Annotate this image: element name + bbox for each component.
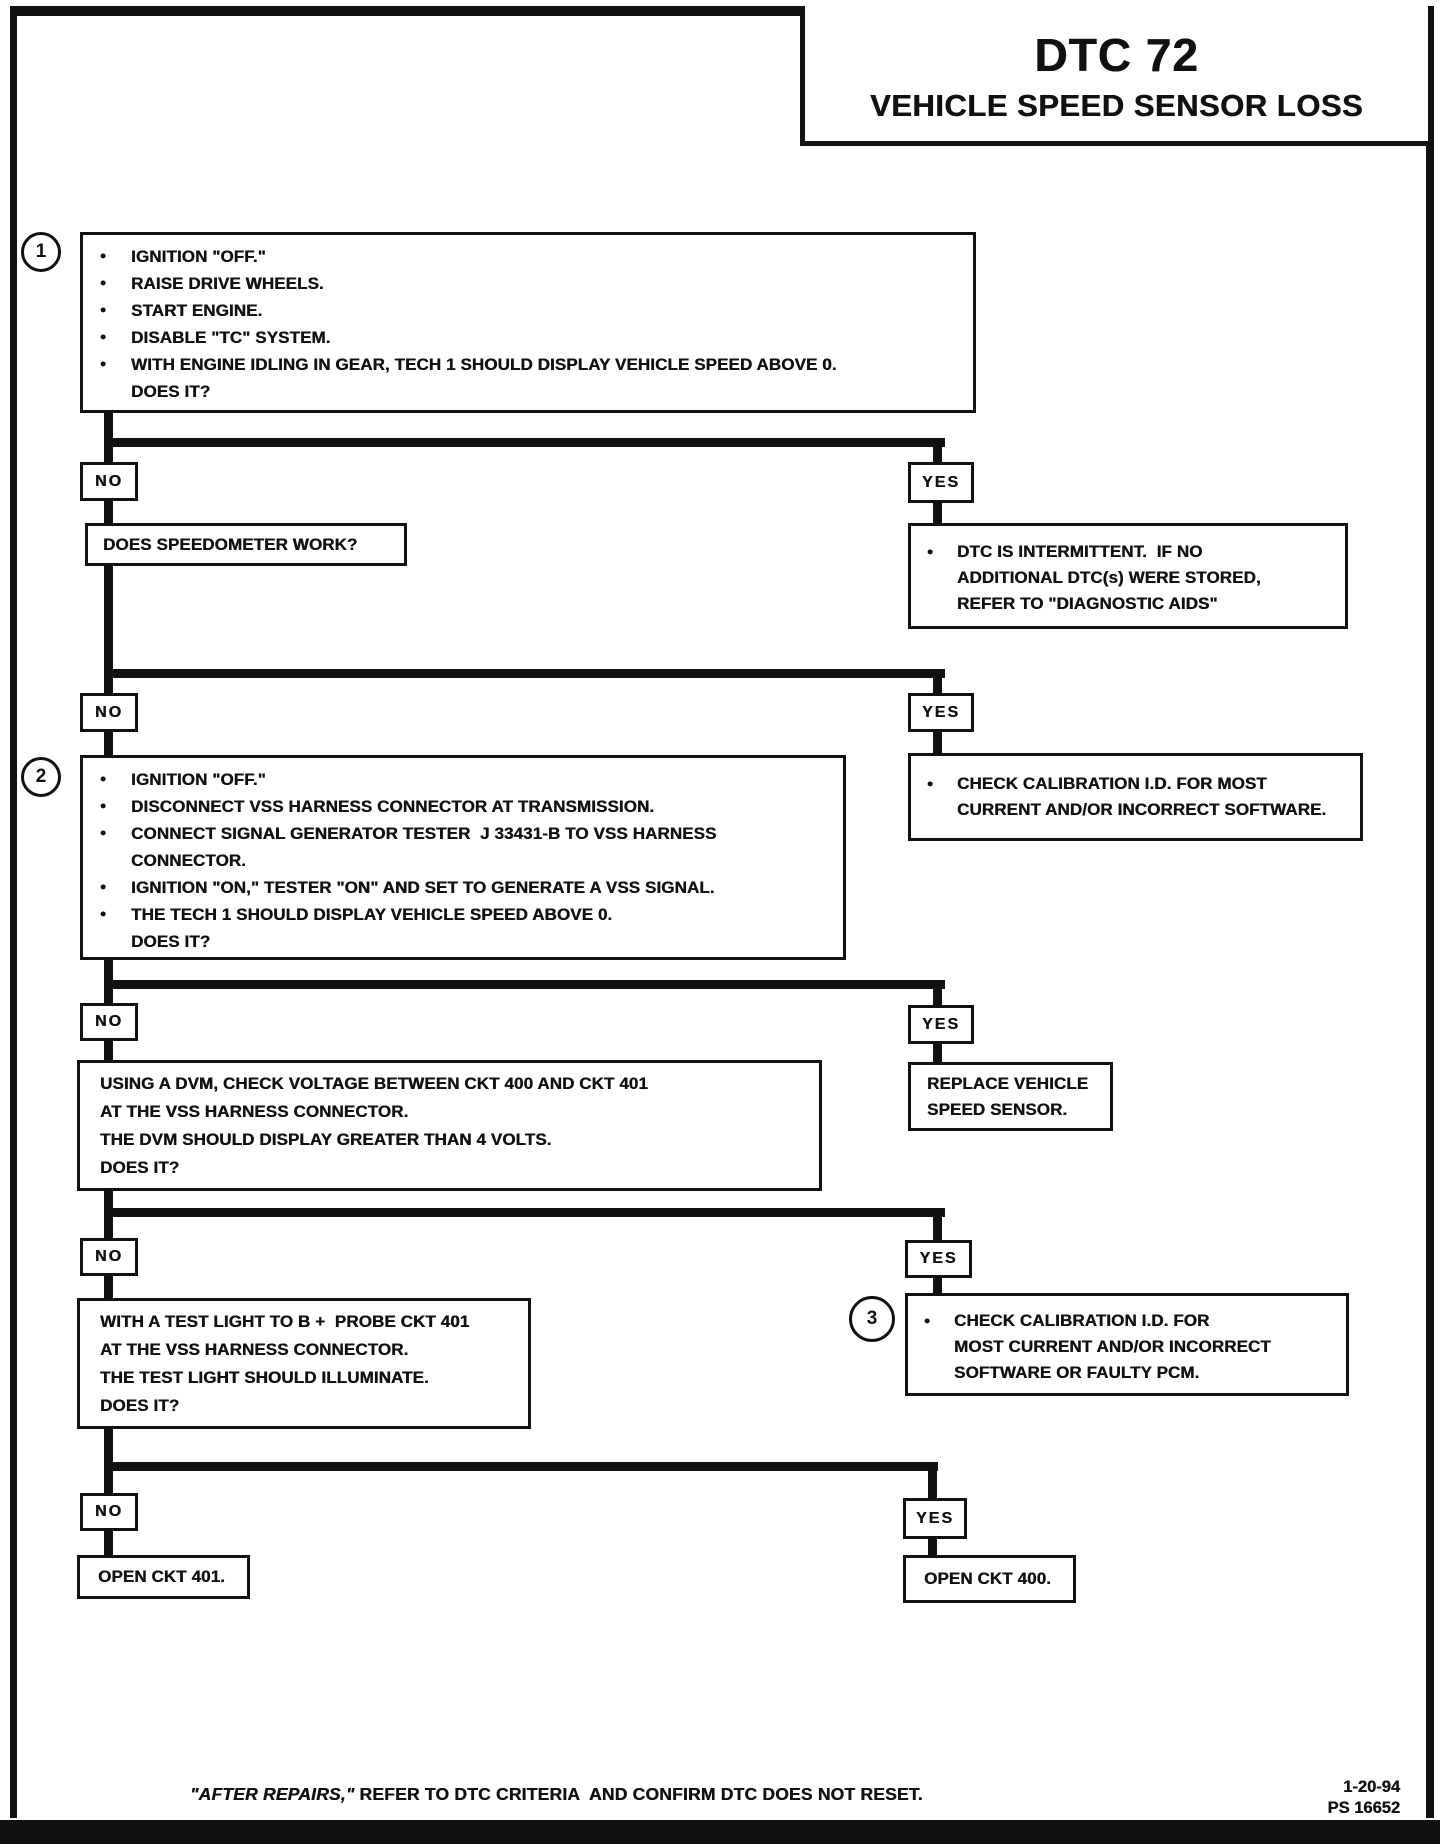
intermittent-box: ●DTC IS INTERMITTENT. IF NO ADDITIONAL D… [908, 523, 1348, 629]
connector-yes3-stub [933, 989, 942, 1006]
connector-no2-stub [104, 678, 113, 694]
bullet-icon: ● [99, 358, 107, 370]
connector-no2-to-step2 [104, 731, 113, 756]
bottom-border-bar [0, 1820, 1440, 1844]
testlight-box: WITH A TEST LIGHT TO B + PROBE CKT 401 A… [77, 1298, 531, 1429]
document-code: PS 16652 [1327, 1799, 1400, 1817]
step-3-badge: 3 [849, 1296, 895, 1342]
bullet-icon: ● [99, 827, 107, 839]
step-1-box: ●IGNITION "OFF." ●RAISE DRIVE WHEELS. ●S… [80, 232, 976, 413]
connector-testlight-drop [104, 1428, 113, 1471]
yes-label-1: YES [908, 462, 974, 503]
connector-no4-stub [104, 1217, 113, 1239]
no-label-5: NO [80, 1493, 138, 1531]
step-2-line: ●DISCONNECT VSS HARNESS CONNECTOR AT TRA… [83, 793, 843, 820]
calibration-box: ●CHECK CALIBRATION I.D. FOR MOST CURRENT… [908, 753, 1363, 841]
step-2-line: ●CONNECT SIGNAL GENERATOR TESTER J 33431… [83, 820, 843, 847]
step-1-line: ●DISABLE "TC" SYSTEM. [83, 324, 973, 351]
calibration-pcm-box: ●CHECK CALIBRATION I.D. FOR MOST CURRENT… [905, 1293, 1349, 1396]
yes-label-2: YES [908, 693, 974, 732]
dvm-check-box: USING A DVM, CHECK VOLTAGE BETWEEN CKT 4… [77, 1060, 822, 1191]
bullet-icon: ● [99, 881, 107, 893]
no-label-3: NO [80, 1003, 138, 1041]
connector-yes1-to-intermittent [933, 502, 942, 524]
intermittent-line: REFER TO "DIAGNOSTIC AIDS" [957, 594, 1218, 613]
connector-no5-stub [104, 1471, 113, 1494]
step-1-line: ●WITH ENGINE IDLING IN GEAR, TECH 1 SHOU… [83, 351, 973, 378]
step-2-line: ●THE TECH 1 SHOULD DISPLAY VEHICLE SPEED… [83, 901, 843, 928]
no-label-4: NO [80, 1238, 138, 1276]
connector-dvm-drop [104, 1190, 113, 1217]
after-repairs-rest: REFER TO DTC CRITERIA AND CONFIRM DTC DO… [354, 1784, 923, 1804]
page-border [10, 6, 1434, 1818]
step-2-badge: 2 [21, 757, 61, 797]
bullet-icon: ● [923, 1315, 931, 1327]
connector-branch-bar-5 [104, 1462, 938, 1471]
connector-no4-to-testlight [104, 1276, 113, 1299]
connector-yes4-stub [933, 1217, 942, 1241]
step-2-line: ●IGNITION "ON," TESTER "ON" AND SET TO G… [83, 874, 843, 901]
calibration-line: ●CHECK CALIBRATION I.D. FOR MOST [911, 771, 1360, 797]
connector-branch-bar-1 [104, 438, 945, 447]
calibration-pcm-line: ●CHECK CALIBRATION I.D. FOR [908, 1308, 1346, 1334]
connector-yes1-stub [933, 447, 942, 463]
document-date: 1-20-94 [1343, 1778, 1400, 1796]
after-repairs-note: "AFTER REPAIRS," REFER TO DTC CRITERIA A… [190, 1784, 923, 1805]
intermittent-line: ADDITIONAL DTC(s) WERE STORED, [957, 568, 1261, 587]
bullet-icon: ● [99, 800, 107, 812]
connector-branch-bar-3 [104, 980, 945, 989]
calibration-line: CURRENT AND/OR INCORRECT SOFTWARE. [957, 800, 1327, 819]
connector-branch-bar-4 [104, 1208, 945, 1217]
connector-speedometer-drop [104, 565, 113, 678]
step-1-line: ●START ENGINE. [83, 297, 973, 324]
connector-step1-drop [104, 411, 113, 447]
connector-yes4-to-calibration-pcm [933, 1278, 942, 1294]
connector-no3-to-dvm [104, 1040, 113, 1061]
title-box: DTC 72 VEHICLE SPEED SENSOR LOSS [800, 6, 1428, 146]
bullet-icon: ● [99, 908, 107, 920]
connector-yes5-to-open400 [928, 1538, 937, 1556]
connector-branch-bar-2 [104, 669, 945, 678]
connector-no1-stub [104, 447, 113, 463]
intermittent-line: ●DTC IS INTERMITTENT. IF NO [911, 539, 1345, 565]
connector-step2-drop [104, 958, 113, 989]
bullet-icon: ● [99, 773, 107, 785]
calibration-pcm-line: SOFTWARE OR FAULTY PCM. [954, 1363, 1200, 1382]
step-2-line: ●IGNITION "OFF." [83, 766, 843, 793]
step-2-question: DOES IT? [131, 932, 211, 951]
bullet-icon: ● [926, 778, 934, 790]
replace-sensor-box: REPLACE VEHICLE SPEED SENSOR. [908, 1062, 1113, 1131]
page-subtitle: VEHICLE SPEED SENSOR LOSS [869, 88, 1364, 123]
step-1-line: ●RAISE DRIVE WHEELS. [83, 270, 973, 297]
step-1-question: DOES IT? [131, 382, 211, 401]
open-ckt-400-box: OPEN CKT 400. [903, 1555, 1076, 1603]
yes-label-3: YES [908, 1005, 974, 1044]
connector-yes2-to-calibration [933, 731, 942, 754]
document-id: 1-20-94 PS 16652 [1230, 1777, 1400, 1819]
connector-yes5-stub [928, 1471, 937, 1499]
connector-yes2-stub [933, 678, 942, 694]
step-1-line: ●IGNITION "OFF." [83, 243, 973, 270]
step-2-box: ●IGNITION "OFF." ●DISCONNECT VSS HARNESS… [80, 755, 846, 960]
connector-no3-stub [104, 989, 113, 1004]
speedometer-question-box: DOES SPEEDOMETER WORK? [85, 523, 407, 566]
no-label-1: NO [80, 462, 138, 501]
connector-no1-to-speedometer [104, 500, 113, 524]
bullet-icon: ● [99, 304, 107, 316]
step-2-line: CONNECTOR. [131, 851, 246, 870]
no-label-2: NO [80, 693, 138, 732]
open-ckt-401-box: OPEN CKT 401. [77, 1555, 250, 1599]
bullet-icon: ● [99, 277, 107, 289]
yes-label-4: YES [905, 1240, 972, 1278]
bullet-icon: ● [926, 546, 934, 558]
step-1-badge: 1 [21, 232, 61, 272]
connector-no5-to-open401 [104, 1531, 113, 1556]
yes-label-5: YES [903, 1498, 967, 1539]
after-repairs-italic: "AFTER REPAIRS," [190, 1784, 355, 1804]
calibration-pcm-line: MOST CURRENT AND/OR INCORRECT [954, 1337, 1271, 1356]
bullet-icon: ● [99, 250, 107, 262]
bullet-icon: ● [99, 331, 107, 343]
page-title: DTC 72 [1034, 29, 1199, 81]
connector-yes3-to-replace [933, 1043, 942, 1063]
